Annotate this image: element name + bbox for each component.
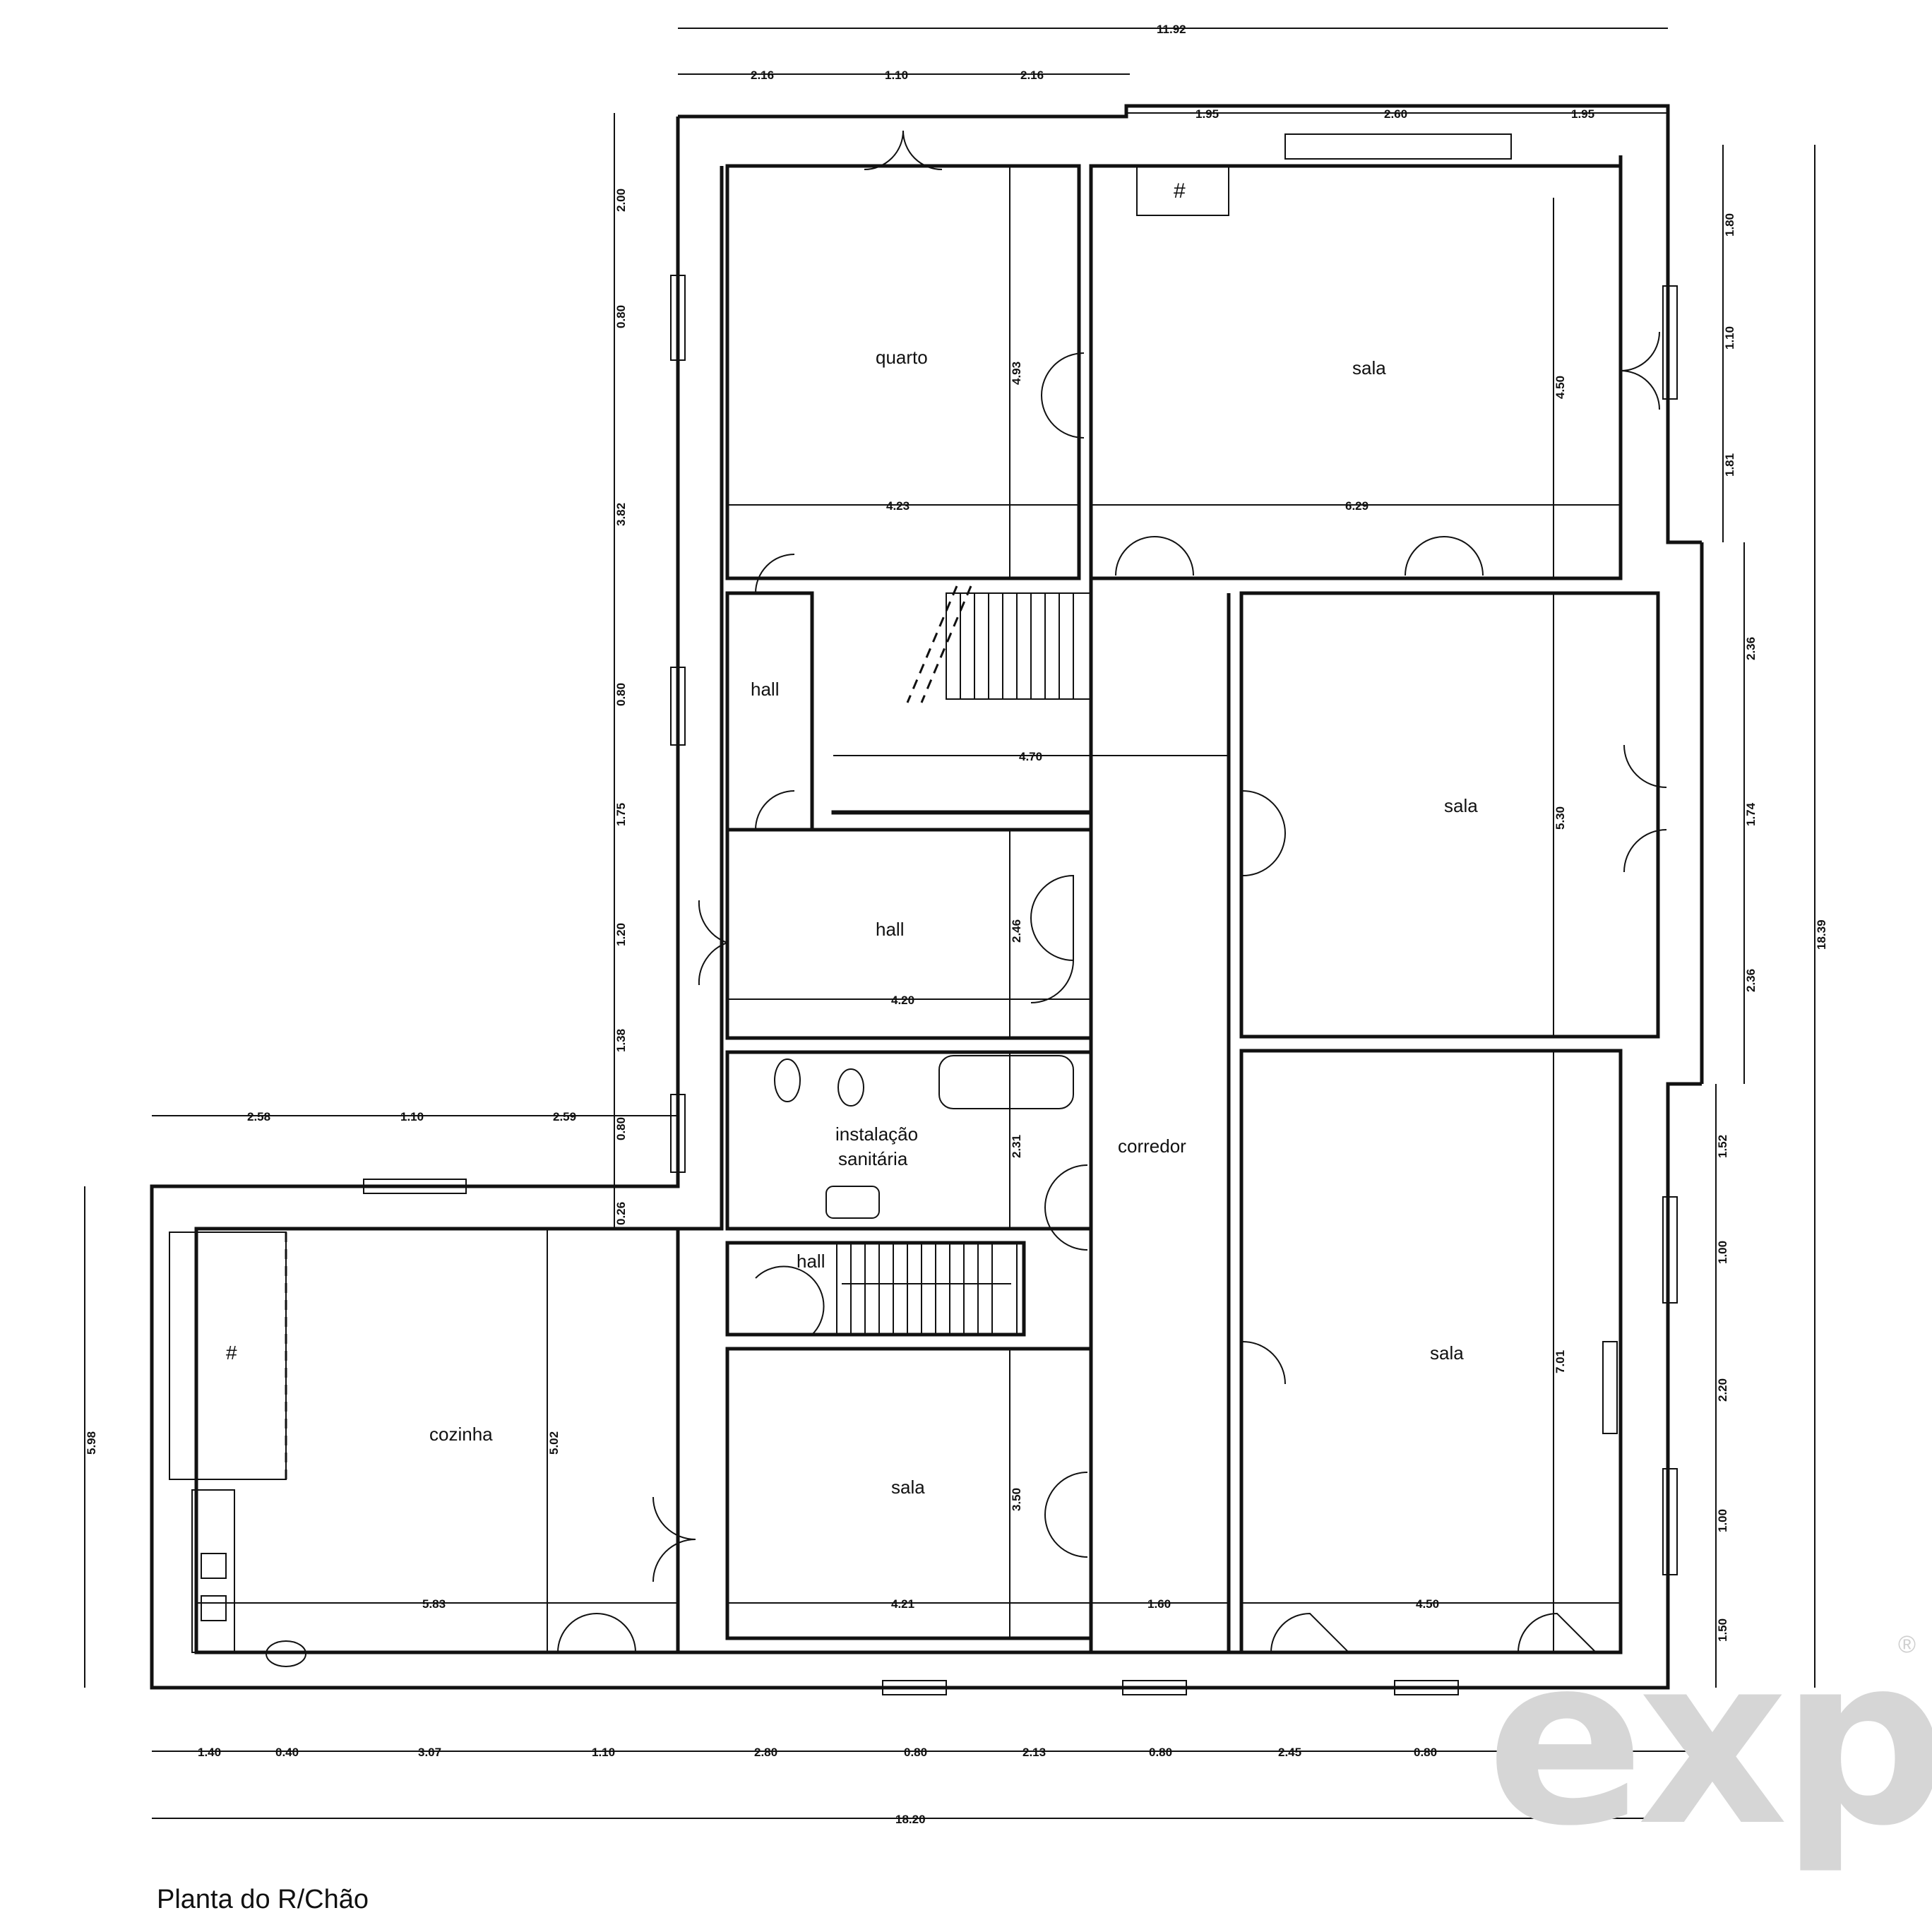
fireplace: # bbox=[1136, 165, 1229, 216]
bathroom-fixtures bbox=[774, 1055, 1074, 1219]
interior-walls bbox=[194, 164, 1660, 1654]
label-quarto: quarto bbox=[876, 347, 928, 368]
dim-left-6: 1.20 bbox=[614, 923, 628, 946]
dim-kitchen-top-3: 2.59 bbox=[553, 1110, 576, 1123]
dim-kitchen-left: 5.98 bbox=[85, 1431, 98, 1455]
hearth-symbol: # bbox=[226, 1342, 237, 1364]
dim-bot-4: 1.10 bbox=[592, 1746, 615, 1759]
dim-left-4: 0.80 bbox=[614, 683, 628, 706]
kitchen-fixtures: # bbox=[169, 1232, 306, 1667]
dim-in-sala-r-w: 4.50 bbox=[1416, 1597, 1439, 1611]
dim-top-b1: 1.95 bbox=[1195, 107, 1219, 121]
windows bbox=[363, 133, 1678, 1695]
dim-in-coz-h: 5.02 bbox=[547, 1431, 561, 1455]
dim-right-1: 1.80 bbox=[1723, 213, 1736, 237]
dimension-labels: 11.92 2.16 1.10 2.16 1.95 2.60 1.95 2.00… bbox=[85, 23, 1828, 1826]
dim-right-11: 1.50 bbox=[1716, 1618, 1729, 1642]
dim-bot-3: 3.07 bbox=[418, 1746, 441, 1759]
dim-bot-6: 0.80 bbox=[904, 1746, 927, 1759]
dim-left-2: 0.80 bbox=[614, 305, 628, 328]
dim-bot-1: 1.40 bbox=[198, 1746, 221, 1759]
label-sala-center: sala bbox=[891, 1477, 925, 1498]
dim-bot-8: 0.80 bbox=[1149, 1746, 1172, 1759]
dim-in-sala-c-w: 4.21 bbox=[891, 1597, 914, 1611]
outer-walls bbox=[150, 104, 1704, 1690]
dim-in-sala-w: 6.29 bbox=[1345, 499, 1368, 513]
dim-bot-2: 0.40 bbox=[275, 1746, 299, 1759]
label-sala-mid: sala bbox=[1444, 795, 1478, 816]
label-sanitaria: sanitária bbox=[838, 1148, 908, 1169]
dim-top-a3: 2.16 bbox=[1020, 68, 1044, 82]
dim-right-6: 2.36 bbox=[1744, 969, 1758, 992]
dim-kitchen-top-2: 1.10 bbox=[400, 1110, 424, 1123]
dim-right-9: 2.20 bbox=[1716, 1378, 1729, 1402]
label-hall-2: hall bbox=[876, 919, 904, 940]
registered-mark-icon: ® bbox=[1898, 1631, 1916, 1658]
dim-top-a1: 2.16 bbox=[751, 68, 774, 82]
dim-top-b3: 1.95 bbox=[1571, 107, 1594, 121]
dim-bot-total: 18.20 bbox=[895, 1813, 926, 1826]
label-hall-1: hall bbox=[751, 679, 779, 700]
dim-in-hall-h: 2.46 bbox=[1010, 919, 1023, 943]
dim-right-7: 1.52 bbox=[1716, 1135, 1729, 1158]
dim-left-1: 2.00 bbox=[614, 189, 628, 212]
label-cozinha: cozinha bbox=[429, 1424, 493, 1445]
dim-bot-10: 0.80 bbox=[1414, 1746, 1437, 1759]
dim-right-total: 18.39 bbox=[1815, 919, 1828, 950]
dim-right-2: 1.10 bbox=[1723, 326, 1736, 350]
dim-in-wc-h: 2.31 bbox=[1010, 1135, 1023, 1158]
label-instalacao: instalação bbox=[835, 1123, 918, 1145]
label-hall-3: hall bbox=[797, 1251, 825, 1272]
dim-right-5: 1.74 bbox=[1744, 802, 1758, 826]
stairs-upper bbox=[906, 585, 1092, 703]
dim-in-sala-h: 4.50 bbox=[1554, 376, 1567, 399]
dim-in-quarto-w: 4.23 bbox=[886, 499, 910, 513]
dim-right-3: 1.81 bbox=[1723, 453, 1736, 477]
dim-bot-7: 2.13 bbox=[1022, 1746, 1046, 1759]
room-labels: quarto sala sala sala sala hall hall hal… bbox=[429, 347, 1478, 1498]
dim-kitchen-top-1: 2.58 bbox=[247, 1110, 270, 1123]
dim-left-8: 0.80 bbox=[614, 1117, 628, 1140]
dimension-lines bbox=[84, 28, 1815, 1819]
dim-top-b2: 2.60 bbox=[1384, 107, 1407, 121]
dim-right-10: 1.00 bbox=[1716, 1509, 1729, 1532]
label-corredor: corredor bbox=[1118, 1135, 1186, 1157]
label-sala-right: sala bbox=[1430, 1342, 1464, 1364]
plan-title: Planta do R/Chão bbox=[157, 1885, 369, 1914]
dim-in-sala-mid-h: 5.30 bbox=[1554, 806, 1567, 830]
dim-in-sala-c-h: 3.50 bbox=[1010, 1488, 1023, 1511]
dim-left-7: 1.38 bbox=[614, 1029, 628, 1052]
dim-in-quarto-h: 4.93 bbox=[1010, 362, 1023, 385]
dim-in-corr: 4.70 bbox=[1019, 750, 1042, 763]
dim-left-3: 3.82 bbox=[614, 503, 628, 526]
label-sala-top: sala bbox=[1352, 357, 1386, 378]
dim-top-a2: 1.10 bbox=[885, 68, 908, 82]
exp-logo: exp bbox=[1486, 1606, 1932, 1877]
doors bbox=[557, 130, 1667, 1653]
dim-bot-11: 2.45 bbox=[1554, 1746, 1577, 1759]
dim-in-sala-r-h: 7.01 bbox=[1554, 1350, 1567, 1373]
stairs-lower bbox=[836, 1242, 1018, 1335]
dim-right-4: 2.36 bbox=[1744, 637, 1758, 660]
dim-bot-5: 2.80 bbox=[754, 1746, 777, 1759]
dim-in-corr-w: 1.60 bbox=[1147, 1597, 1171, 1611]
dim-in-coz-w: 5.83 bbox=[422, 1597, 446, 1611]
dim-bot-9: 2.45 bbox=[1278, 1746, 1301, 1759]
hearth-symbol-2: # bbox=[1174, 179, 1186, 203]
dim-left-9: 0.26 bbox=[614, 1202, 628, 1225]
dim-in-hall-w: 4.20 bbox=[891, 994, 914, 1007]
dim-right-8: 1.00 bbox=[1716, 1241, 1729, 1264]
dim-left-5: 1.75 bbox=[614, 803, 628, 826]
dim-top-total: 11.92 bbox=[1157, 23, 1186, 36]
